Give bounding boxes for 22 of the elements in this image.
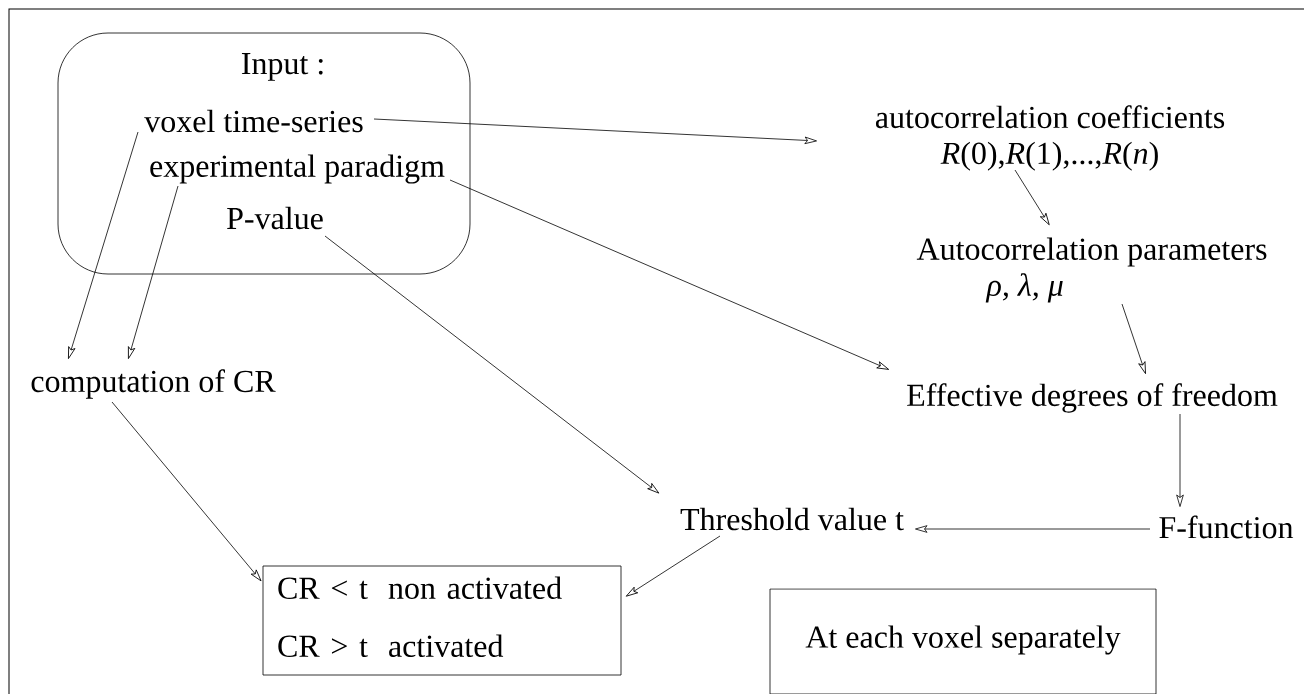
step-text: Threshold value t [680,507,904,531]
note-box: At each voxel separately [769,588,1157,694]
arrow [111,401,262,582]
step-text: voxel time-series [144,109,363,133]
arrow [1014,169,1050,226]
arrow [128,185,179,359]
arrow [68,131,139,359]
step-text: autocorrelation coefficients R(0),R(1),...,R(n) [875,105,1225,171]
step-text: Autocorrelation parameters ρ, λ, μ [916,237,1267,303]
arrow [373,118,817,145]
arrow [1121,303,1146,375]
arrow [1176,413,1184,507]
arrow [915,525,1151,533]
step-text: computation of CR [31,369,276,399]
step-text: experimental paradigm [150,154,445,184]
step-text: Effective degrees of freedom [907,383,1278,413]
step-text: P-value [227,206,323,230]
arrow [625,535,721,597]
arrow [324,235,660,494]
result-box: CR < t non activated CR > t activated [262,565,622,676]
step-text: F-function [1159,515,1294,539]
arrow [449,179,890,370]
